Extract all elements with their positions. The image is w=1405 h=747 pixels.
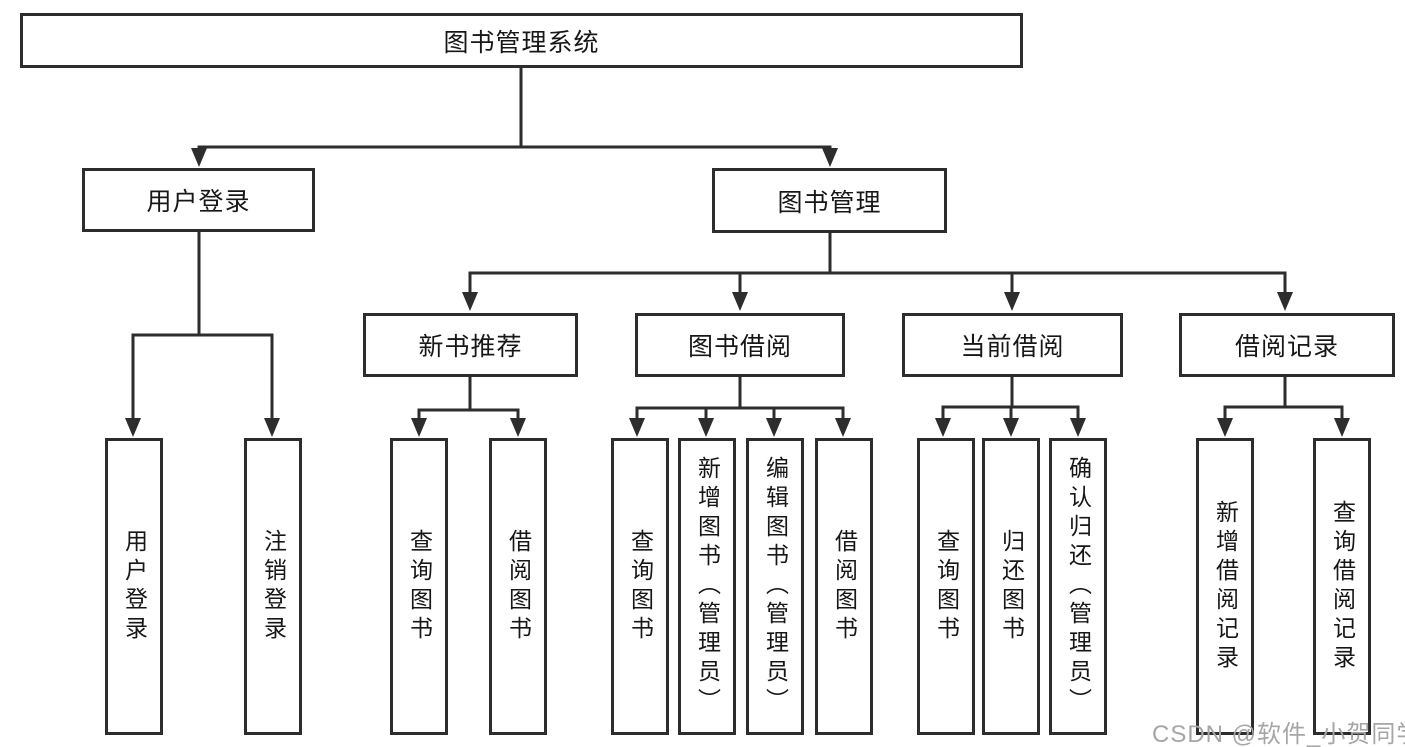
- node-user-login: 用户登录: [82, 168, 315, 232]
- leaf-borrow-book-recommend: 借阅图书: [489, 438, 547, 735]
- node-book-borrow: 图书借阅: [635, 313, 845, 377]
- node-new-book-recommend: 新书推荐: [363, 313, 578, 377]
- node-current-borrow: 当前借阅: [902, 313, 1123, 377]
- leaf-add-book-admin: 新增图书（管理员）: [678, 438, 736, 735]
- leaf-user-login: 用户登录: [105, 438, 163, 735]
- leaf-return-book: 归还图书: [982, 438, 1040, 735]
- leaf-query-book-borrow: 查询图书: [611, 438, 669, 735]
- leaf-logout: 注销登录: [244, 438, 302, 735]
- leaf-query-borrow-record: 查询借阅记录: [1313, 438, 1371, 735]
- node-root: 图书管理系统: [20, 13, 1023, 68]
- node-book-management: 图书管理: [712, 168, 947, 233]
- leaf-edit-book-admin: 编辑图书（管理员）: [746, 438, 804, 735]
- leaf-confirm-return-admin: 确认归还（管理员）: [1049, 438, 1107, 735]
- node-borrow-records: 借阅记录: [1179, 313, 1395, 377]
- leaf-add-borrow-record: 新增借阅记录: [1196, 438, 1254, 735]
- leaf-borrow-book: 借阅图书: [815, 438, 873, 735]
- leaf-query-book-current: 查询图书: [917, 438, 975, 735]
- watermark: CSDN @软件_小贺同学: [1152, 721, 1405, 747]
- leaf-query-book-recommend: 查询图书: [390, 438, 448, 735]
